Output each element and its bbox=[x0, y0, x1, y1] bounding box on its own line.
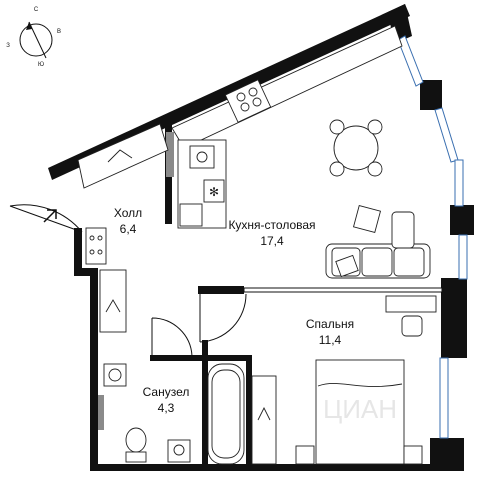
room-name-hall: Холл bbox=[114, 206, 142, 220]
wall-bedroom-top-left bbox=[198, 286, 244, 294]
stove-icon bbox=[224, 79, 272, 123]
window-bedroom bbox=[439, 357, 449, 439]
knob-icon bbox=[97, 235, 103, 241]
fridge-icon bbox=[203, 179, 225, 203]
wall-bath-top bbox=[150, 355, 250, 361]
wall-bedroom-top bbox=[243, 287, 443, 293]
wall-pier-right-1 bbox=[420, 80, 442, 110]
chair-icon bbox=[329, 119, 345, 135]
dining-table bbox=[333, 125, 379, 171]
nightstand-icon bbox=[295, 445, 315, 465]
hanger-icon bbox=[257, 406, 271, 421]
bathroom-fixtures bbox=[103, 363, 245, 465]
wall-bottom bbox=[90, 464, 464, 471]
washbasin-icon bbox=[167, 439, 191, 463]
bedroom-furniture bbox=[251, 295, 437, 465]
dining-set bbox=[329, 119, 383, 177]
washing-machine-drum-icon bbox=[108, 368, 122, 382]
knob-icon bbox=[89, 235, 95, 241]
pillow-icon bbox=[335, 254, 359, 278]
window-east-mid bbox=[454, 159, 464, 207]
desk-chair-icon bbox=[401, 315, 423, 337]
bed-blanket bbox=[317, 383, 403, 387]
sofa-cushion bbox=[393, 247, 425, 277]
bedroom-wardrobe bbox=[251, 375, 277, 465]
wall-left-step bbox=[74, 268, 98, 276]
door-entrance bbox=[9, 204, 83, 233]
shoe-cabinet bbox=[85, 227, 107, 265]
desk bbox=[385, 295, 437, 313]
room-area-hall: 6,4 bbox=[120, 222, 137, 236]
hall-cabinet bbox=[85, 227, 127, 333]
kitchen-furniture: ✻ bbox=[77, 25, 403, 229]
room-name-bedroom: Спальня bbox=[306, 317, 354, 331]
sofa-back-cushion bbox=[391, 211, 415, 249]
hall-wardrobe bbox=[77, 123, 169, 189]
room-area-bedroom: 11,4 bbox=[319, 333, 342, 347]
armchair-icon bbox=[352, 204, 382, 234]
chair-icon bbox=[367, 119, 383, 135]
compass: С В Ю З bbox=[6, 7, 61, 68]
room-area-bathroom: 4,3 bbox=[158, 401, 175, 415]
knob-icon bbox=[97, 249, 103, 255]
compass-east-label: В bbox=[57, 29, 61, 35]
watermark: ЦИАН bbox=[323, 394, 397, 424]
hanger-icon bbox=[107, 149, 133, 163]
wall-bath-shaft bbox=[98, 395, 104, 430]
burner-icon bbox=[236, 92, 246, 102]
knob-icon bbox=[89, 249, 95, 255]
washing-machine-icon bbox=[103, 363, 127, 387]
sink-drain-icon bbox=[196, 151, 208, 163]
compass-circle bbox=[19, 23, 53, 57]
wall-left bbox=[90, 268, 98, 471]
compass-west-label: З bbox=[6, 43, 10, 49]
entrance-arrow-icon bbox=[43, 209, 57, 223]
dishwasher-icon bbox=[179, 203, 203, 227]
wall-pier-right-3 bbox=[441, 278, 467, 358]
burner-icon bbox=[248, 87, 258, 97]
toilet-tank bbox=[125, 451, 147, 463]
wall-kitchen-shaft bbox=[166, 132, 174, 177]
window-ne bbox=[397, 35, 424, 87]
interior-walls bbox=[98, 124, 443, 470]
sofa bbox=[325, 204, 431, 279]
burner-icon bbox=[252, 97, 262, 107]
sink-icon bbox=[189, 145, 215, 169]
wall-pier-right-2 bbox=[450, 205, 474, 235]
windows bbox=[397, 35, 468, 439]
door-bathroom bbox=[151, 317, 193, 357]
bathtub-inner bbox=[211, 369, 241, 459]
room-name-bathroom: Санузел bbox=[143, 385, 190, 399]
hall-wardrobe-2 bbox=[99, 269, 127, 333]
chair-icon bbox=[367, 161, 383, 177]
compass-south-label: Ю bbox=[38, 62, 44, 68]
wall-bedroom-left bbox=[246, 355, 252, 470]
hanger-icon bbox=[105, 299, 121, 313]
window-east-upper bbox=[434, 107, 459, 163]
sofa-cushion bbox=[361, 247, 393, 277]
compass-north-label: С bbox=[34, 7, 39, 13]
wall-bath-right bbox=[202, 340, 208, 470]
window-east-lower bbox=[458, 234, 468, 280]
washbasin-drain-icon bbox=[173, 444, 185, 456]
compass-arrow-icon bbox=[26, 22, 32, 30]
doors bbox=[9, 204, 247, 357]
wall-left-entry bbox=[74, 228, 82, 276]
bed bbox=[315, 359, 405, 465]
room-name-kitchen: Кухня-столовая bbox=[228, 218, 315, 232]
door-bedroom bbox=[199, 293, 247, 343]
room-area-kitchen: 17,4 bbox=[260, 234, 284, 248]
toilet-icon bbox=[125, 427, 147, 453]
burner-icon bbox=[240, 102, 250, 112]
snowflake-icon: ✻ bbox=[209, 185, 219, 199]
compass-needle bbox=[28, 21, 47, 59]
nightstand-icon bbox=[403, 445, 423, 465]
room-labels: Холл 6,4 Кухня-столовая 17,4 Спальня 11,… bbox=[114, 206, 354, 415]
chair-icon bbox=[329, 161, 345, 177]
